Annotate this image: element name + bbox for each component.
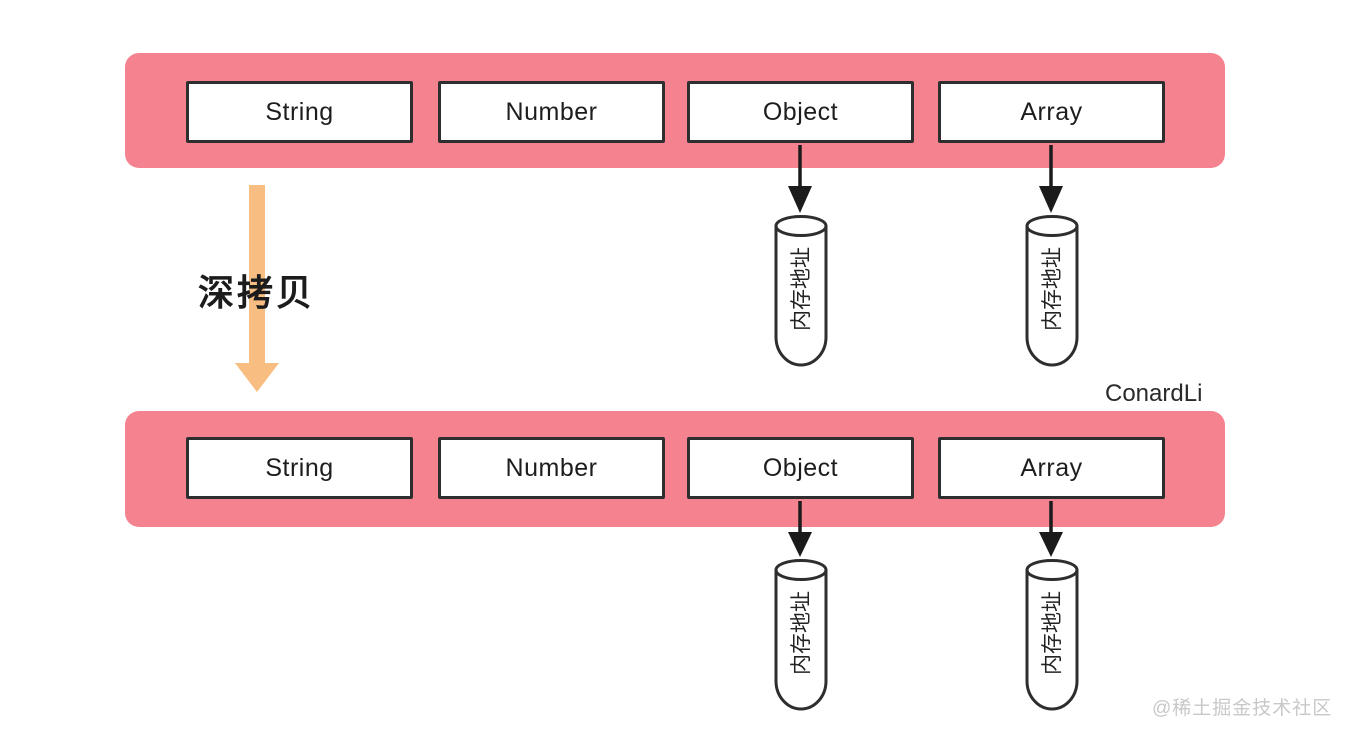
type-box-object-copy: Object xyxy=(687,437,914,499)
arrow-object-to-memory-source-icon xyxy=(788,145,812,213)
type-label-array: Array xyxy=(1020,97,1083,126)
type-label-string: String xyxy=(265,97,334,126)
type-label-object: Object xyxy=(762,97,839,126)
type-box-number-source: Number xyxy=(438,81,665,143)
type-label-number: Number xyxy=(505,453,598,482)
type-label-string: String xyxy=(265,453,334,482)
type-label-array: Array xyxy=(1020,453,1083,482)
type-label-object: Object xyxy=(762,453,839,482)
type-box-object-source: Object xyxy=(687,81,914,143)
type-box-number-copy: Number xyxy=(438,437,665,499)
arrow-object-to-memory-copy-icon xyxy=(788,501,812,557)
memory-cylinder-object-copy: 内存地址 xyxy=(774,559,828,711)
type-box-array-copy: Array xyxy=(938,437,1165,499)
memory-cylinder-object-source: 内存地址 xyxy=(774,215,828,367)
type-box-string-source: String xyxy=(186,81,413,143)
memory-address-label: 内存地址 xyxy=(1040,591,1064,675)
type-label-number: Number xyxy=(505,97,598,126)
memory-address-label: 内存地址 xyxy=(1040,247,1064,331)
deep-copy-arrow-icon xyxy=(235,185,279,392)
juejin-watermark: @稀土掘金技术社区 xyxy=(1152,698,1333,719)
arrow-array-to-memory-source-icon xyxy=(1039,145,1063,213)
author-credit: ConardLi xyxy=(1105,380,1203,407)
memory-cylinder-array-source: 内存地址 xyxy=(1025,215,1079,367)
deep-copy-label: 深拷贝 xyxy=(198,272,316,313)
type-box-string-copy: String xyxy=(186,437,413,499)
memory-address-label: 内存地址 xyxy=(789,247,813,331)
memory-address-label: 内存地址 xyxy=(789,591,813,675)
type-box-array-source: Array xyxy=(938,81,1165,143)
arrow-array-to-memory-copy-icon xyxy=(1039,501,1063,557)
memory-cylinder-array-copy: 内存地址 xyxy=(1025,559,1079,711)
